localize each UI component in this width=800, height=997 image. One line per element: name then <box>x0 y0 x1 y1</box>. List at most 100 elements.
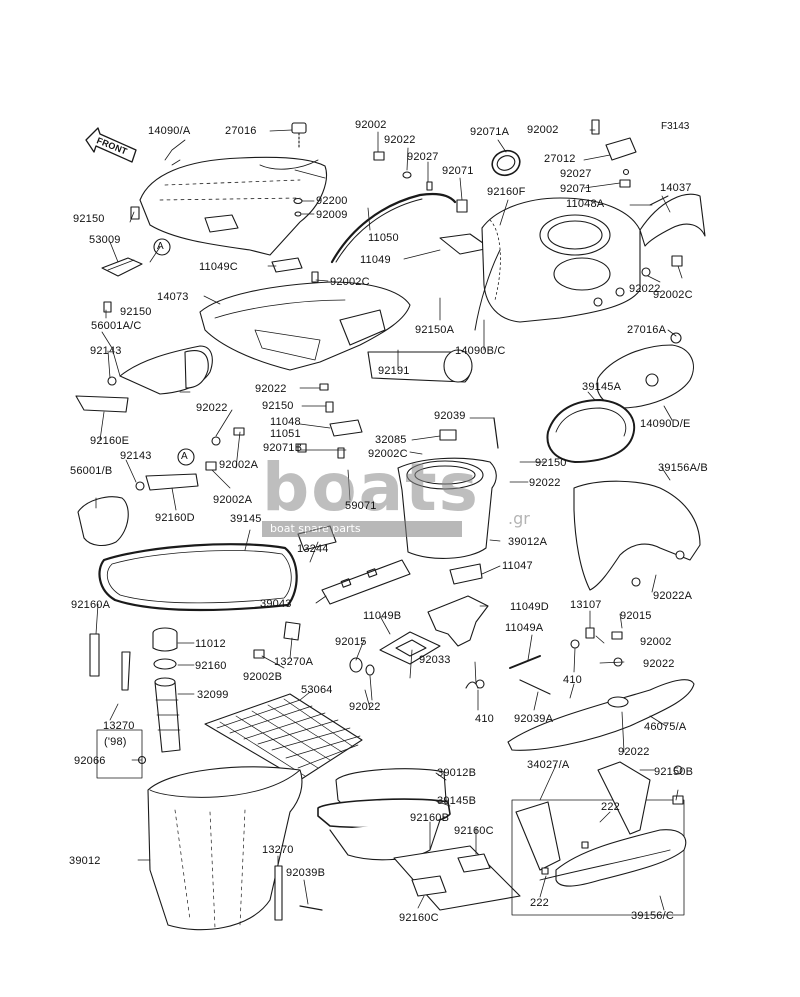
part-label: 92022 <box>618 746 650 758</box>
part-label: 13244 <box>297 543 329 555</box>
duct-92191 <box>367 349 473 383</box>
part-label: 92191 <box>378 365 410 377</box>
part-label: 92015 <box>335 636 367 648</box>
part-label: 92160C <box>399 912 439 924</box>
part-label: 92150B <box>654 766 694 778</box>
strap-13270 <box>274 865 323 921</box>
part-label: 92022 <box>196 402 228 414</box>
callout-a-2: A <box>181 451 188 462</box>
part-label: 92015 <box>620 610 652 622</box>
part-label: 11012 <box>195 638 226 650</box>
part-label: 222 <box>601 801 620 813</box>
part-label: 92143 <box>90 345 122 357</box>
part-label: 11048 <box>270 416 301 428</box>
deck-14073 <box>199 281 411 371</box>
part-label: 92002B <box>243 671 283 683</box>
part-label: 92071B <box>263 442 303 454</box>
year-note-box <box>96 729 143 779</box>
part-label: 92066 <box>74 755 106 767</box>
part-label: 92002 <box>527 124 559 136</box>
part-label: 410 <box>475 713 494 725</box>
diagram-code: F3143 <box>661 121 690 132</box>
handle-46075A <box>507 631 695 751</box>
part-label: 13107 <box>570 599 602 611</box>
part-label: 92071A <box>470 126 510 138</box>
part-label: 92022 <box>349 701 381 713</box>
part-label: 11049A <box>505 622 544 634</box>
part-label: 13270 <box>262 844 294 856</box>
part-label: 92002 <box>355 119 387 131</box>
bin-39012 <box>137 755 303 931</box>
part-label: 92022 <box>629 283 661 295</box>
fasteners-mid-left <box>135 383 334 491</box>
gasket-92071A <box>491 149 521 177</box>
cap-11012 <box>152 627 178 670</box>
part-label: 92002C <box>368 448 408 460</box>
part-label: 39145 <box>230 513 262 525</box>
part-label: 11048A <box>566 198 605 210</box>
lid-14090DE <box>596 332 694 409</box>
part-label: 222 <box>530 897 549 909</box>
part-label: 11051 <box>270 428 301 440</box>
strip-92160D <box>145 473 199 491</box>
plate-39043 <box>321 559 411 605</box>
part-label: 32085 <box>375 434 407 446</box>
part-label: 92027 <box>560 168 592 180</box>
part-label: 92027 <box>407 151 439 163</box>
part-label: 92022 <box>384 134 416 146</box>
watermark-brand: boats <box>262 449 480 526</box>
part-label: 92150 <box>120 306 152 318</box>
part-label: 92143 <box>120 450 152 462</box>
part-label: 39012B <box>437 767 477 779</box>
part-label: 11047 <box>502 560 533 572</box>
part-label: 39145A <box>582 381 622 393</box>
part-label: 39012A <box>508 536 548 548</box>
part-label: 27016A <box>627 324 667 336</box>
part-label: 46075/A <box>644 721 687 733</box>
part-label: 11049D <box>510 601 549 613</box>
mirror-56001B <box>77 496 129 547</box>
part-label: 92039B <box>286 867 326 879</box>
mat-92160B <box>393 845 521 911</box>
fasteners-top <box>373 119 669 213</box>
part-label: 92200 <box>316 195 348 207</box>
rails-34027A <box>511 761 687 916</box>
part-label: 92160B <box>410 812 450 824</box>
callout-a-1: A <box>157 241 164 252</box>
part-label: 39012 <box>69 855 101 867</box>
part-label: 92071 <box>560 183 592 195</box>
part-label: 92002 <box>640 636 672 648</box>
bracket-11047 <box>449 563 483 585</box>
bin-39012B <box>317 768 451 861</box>
part-label: 34027/A <box>527 759 570 771</box>
part-label: 14090D/E <box>640 418 691 430</box>
bracket-11049B <box>379 595 489 665</box>
part-label: 92002A <box>219 459 259 471</box>
part-label: 92002C <box>330 276 370 288</box>
part-label: 92160A <box>71 599 111 611</box>
part-label: 14090/A <box>148 125 191 137</box>
part-label: 53064 <box>301 684 333 696</box>
part-label: 92150 <box>73 213 105 225</box>
hood-14090A <box>139 156 327 256</box>
part-label: 11049B <box>363 610 402 622</box>
part-label: 92022 <box>529 477 561 489</box>
mirror-56001AC <box>75 345 213 413</box>
net-53064 <box>204 693 363 781</box>
bracket-11049C <box>271 257 319 283</box>
part-label: 410 <box>563 674 582 686</box>
part-label: 27012 <box>544 153 576 165</box>
part-label: 14090B/C <box>455 345 506 357</box>
pipe-32099 <box>154 677 181 753</box>
part-label: 92071 <box>442 165 474 177</box>
washers-mid <box>349 639 580 689</box>
part-label: 32099 <box>197 689 229 701</box>
strap-13270A <box>253 621 301 659</box>
part-label: 59071 <box>345 500 377 512</box>
clip-53009 <box>101 206 171 313</box>
part-label: 92022A <box>653 590 693 602</box>
trim-11050 <box>330 192 457 264</box>
part-label: 92160C <box>454 825 494 837</box>
